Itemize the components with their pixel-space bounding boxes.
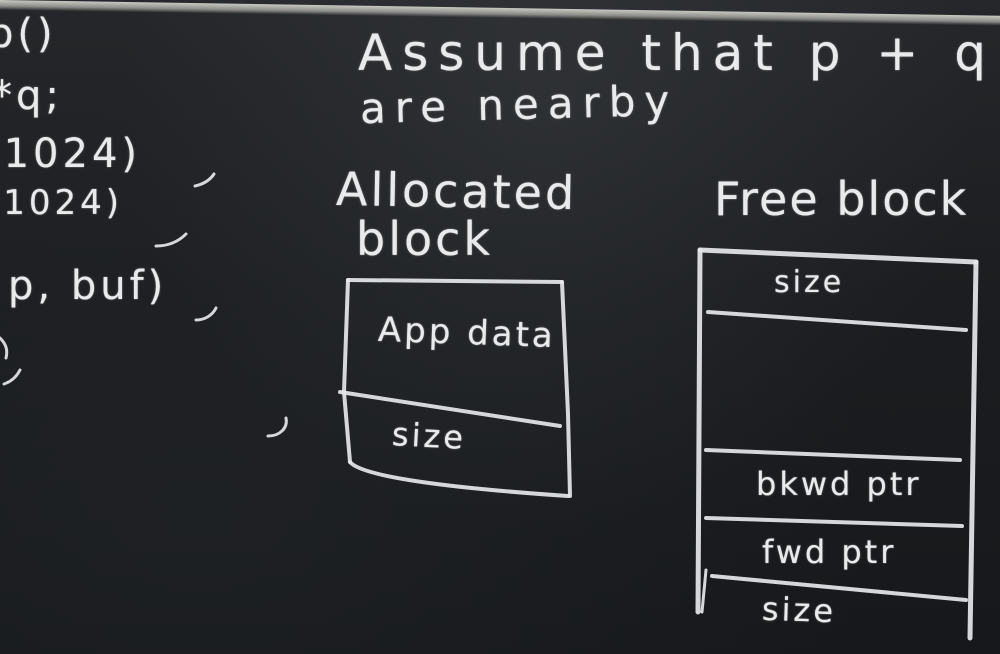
free-cell-size-top: size xyxy=(774,265,845,300)
code-fragment-3: (1024) xyxy=(0,131,142,177)
free-cell-size-bottom: size xyxy=(761,589,837,631)
free-block-title: Free block xyxy=(714,172,969,226)
allocated-cell-app-data: App data xyxy=(377,309,557,357)
allocated-block-title-2: block xyxy=(356,212,494,266)
allocated-block-box xyxy=(338,278,572,498)
code-fragment-5: p, buf) xyxy=(8,263,168,309)
free-block-box xyxy=(695,247,979,641)
code-fragment-4: (1024) xyxy=(0,183,124,223)
allocated-cell-size: size xyxy=(391,415,467,457)
free-cell-bkwd-ptr: bkwd ptr xyxy=(756,465,922,503)
free-cell-fwd-ptr: fwd ptr xyxy=(762,533,897,571)
code-fragment-2: *q; xyxy=(0,73,63,119)
heading-line-1: Assume that p + q xyxy=(358,24,996,82)
code-fragment-1: p() xyxy=(0,11,57,57)
